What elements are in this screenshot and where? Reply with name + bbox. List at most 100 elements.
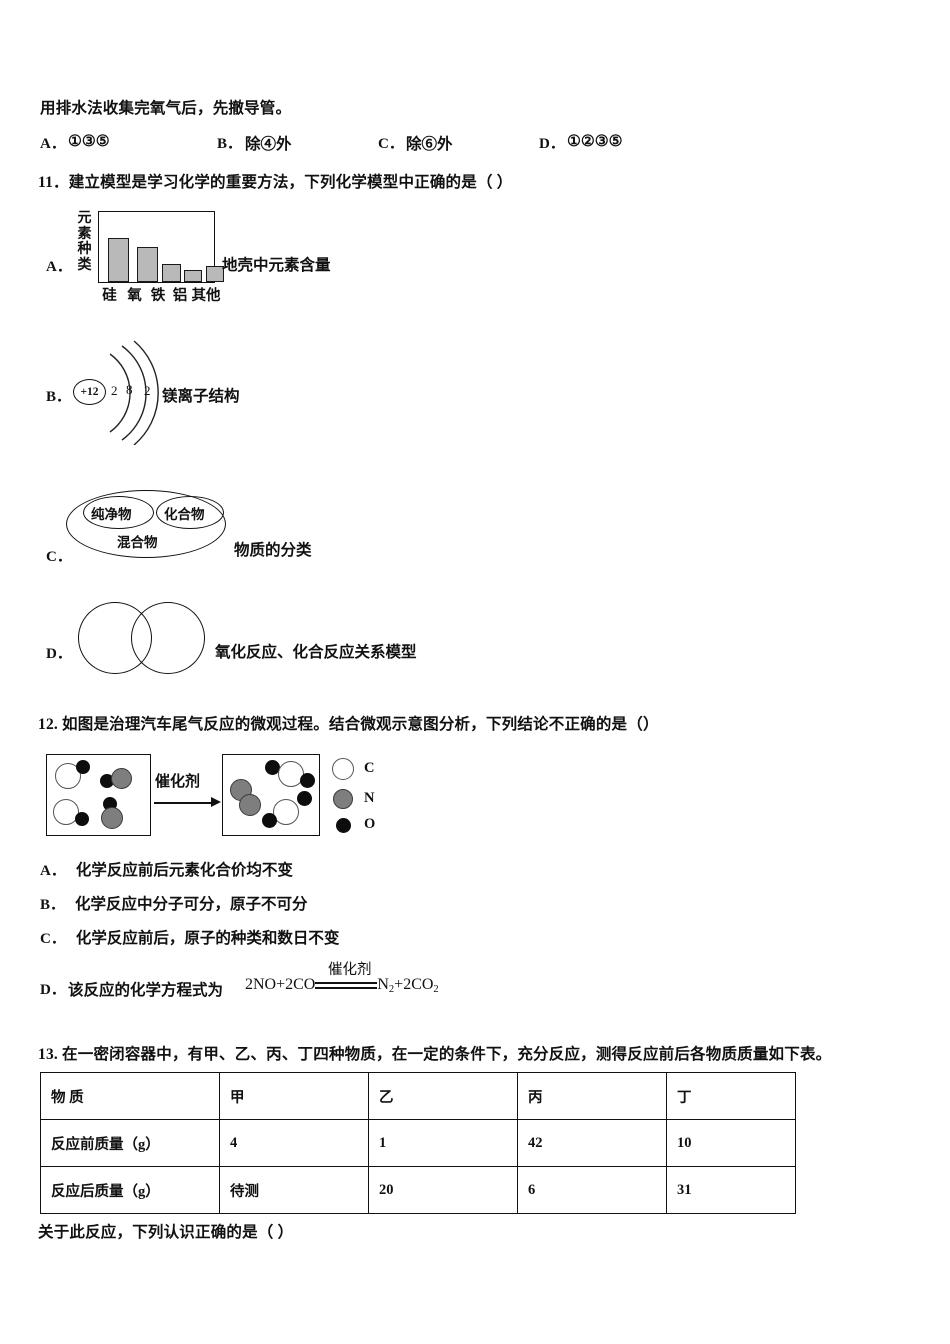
lead-option-b-letter: B．: [217, 136, 243, 152]
shell-electrons-3: 2: [144, 383, 151, 398]
table-header-bing: 丙: [517, 1072, 667, 1120]
bar-o: [137, 246, 158, 282]
lead-line: 用排水法收集完氧气后，先撤导管。: [40, 100, 292, 117]
cell-before-yi: 1: [368, 1119, 518, 1167]
shell-electrons-1: 2: [111, 383, 118, 398]
table-row: 反应前质量（g） 4 1 42 10: [40, 1119, 796, 1167]
bar-other: [206, 265, 224, 282]
lead-option-c-text[interactable]: 除⑥外: [406, 136, 453, 153]
equation-right-main: N: [377, 976, 389, 993]
legend-label-carbon: C: [364, 760, 375, 776]
question-12-stem: 12. 如图是治理汽车尾气反应的微观过程。结合微观示意图分析，下列结论不正确的是…: [38, 716, 659, 733]
venn-circle-right: [131, 602, 205, 674]
legend-label-nitrogen: N: [364, 790, 375, 806]
chart-tick-al: 铝: [172, 288, 188, 304]
cell-before-bing: 42: [517, 1119, 667, 1167]
cell-before-ding: 10: [666, 1119, 796, 1167]
chart-tick-other: 其他: [191, 288, 221, 304]
equation-double-arrow: [315, 978, 378, 992]
row-label-mass-before: 反应前质量（g）: [40, 1119, 220, 1167]
lead-option-c-letter: C．: [378, 136, 404, 152]
inner-ellipse-compound: [156, 496, 224, 529]
atom-oxygen: [262, 813, 277, 828]
chart-y-axis-label: 元素种类: [77, 211, 92, 273]
q12-option-c-text: 化学反应前后，原子的种类和数日不变: [75, 930, 340, 947]
question-13-stem: 13. 在一密闭容器中，有甲、乙、丙、丁四种物质，在一定的条件下，充分反应，测得…: [38, 1046, 832, 1063]
equation-right-tail: +2CO: [394, 976, 434, 993]
chart-tick-o: 氧: [127, 288, 142, 304]
atom-nitrogen: [111, 768, 132, 789]
atom-shell-diagram-magnesium: +12 2 8 2: [72, 340, 172, 446]
substance-mass-table: 物 质 甲 乙 丙 丁 反应前质量（g） 4 1 42 10 反应后质量（g） …: [40, 1072, 796, 1214]
atom-carbon: [273, 799, 299, 825]
shell-arcs: [109, 340, 159, 446]
products-box: [222, 754, 320, 836]
equation-left-side: 2NO+2CO: [245, 976, 316, 993]
table-row: 反应后质量（g） 待测 20 6 31: [40, 1166, 796, 1214]
cell-after-jia: 待测: [219, 1166, 369, 1214]
lead-option-a-text[interactable]: ①③⑤: [68, 133, 110, 150]
inner-ellipse-pure-substance: [83, 496, 154, 529]
cell-after-yi: 20: [368, 1166, 518, 1214]
q12-option-d-prefix: 该反应的化学方程式为: [68, 982, 224, 999]
cell-after-ding: 31: [666, 1166, 796, 1214]
q12-option-b-text: 化学反应中分子可分，原子不可分: [75, 896, 308, 913]
shell-electrons-2: 8: [126, 382, 133, 397]
q12-option-c-letter: C．: [40, 931, 66, 947]
reaction-arrow-line: [154, 802, 212, 804]
q12-option-b-letter: B．: [40, 897, 66, 913]
row-label-mass-after: 反应后质量（g）: [40, 1166, 220, 1214]
q11-option-a-caption: 地壳中元素含量: [222, 257, 331, 274]
legend-swatch-oxygen: [336, 818, 351, 833]
chart-plot-area: [98, 211, 224, 283]
q12-option-a-text: 化学反应前后元素化合价均不变: [75, 862, 293, 879]
equation-right-sub: 2: [388, 984, 395, 995]
q11-option-b-letter: B．: [46, 389, 72, 405]
lead-option-d-text[interactable]: ①②③⑤: [567, 133, 623, 150]
legend-label-oxygen: O: [364, 816, 376, 832]
table-header-row: 物 质 甲 乙 丙 丁: [40, 1072, 796, 1120]
chart-x-tick-labels: 硅 氧 铁 铝 其他: [97, 284, 221, 305]
q12-option-b[interactable]: B． 化学反应中分子可分，原子不可分: [40, 892, 308, 914]
label-mixture: 混合物: [117, 535, 158, 550]
atom-oxygen: [76, 760, 90, 774]
lead-option-d-letter: D．: [539, 136, 565, 152]
table-header-yi: 乙: [368, 1072, 518, 1120]
q12-option-a-letter: A．: [40, 863, 66, 879]
q11-option-a-letter: A．: [46, 259, 72, 275]
table-header-substance: 物 质: [40, 1072, 220, 1120]
q11-option-b-caption: 镁离子结构: [162, 388, 240, 405]
set-diagram-substance-classification: 纯净物 化合物 混合物: [66, 490, 226, 560]
q12-option-a[interactable]: A． 化学反应前后元素化合价均不变: [40, 858, 293, 880]
micro-reaction-diagram: 催化剂 C N O: [40, 752, 440, 842]
q12-option-c[interactable]: C． 化学反应前后，原子的种类和数日不变: [40, 926, 339, 948]
reaction-arrow-head: [211, 797, 221, 807]
bar-chart-crust-elements: 元素种类 硅 氧 铁 铝 其他: [76, 208, 226, 304]
bar-si: [108, 237, 129, 282]
catalyst-arrow-label: 催化剂: [155, 774, 201, 790]
legend-swatch-carbon: [332, 758, 354, 780]
atom-oxygen: [75, 812, 89, 826]
chart-tick-fe: 铁: [150, 288, 166, 304]
table-header-ding: 丁: [666, 1072, 796, 1120]
chart-tick-si: 硅: [102, 288, 117, 304]
cell-before-jia: 4: [219, 1119, 369, 1167]
outer-ellipse-mixture: [66, 490, 226, 558]
q11-option-d-letter: D．: [46, 646, 72, 662]
lead-option-b-text[interactable]: 除④外: [245, 136, 292, 153]
cell-after-bing: 6: [517, 1166, 667, 1214]
lead-option-a-letter: A．: [40, 136, 66, 152]
q11-option-d-caption: 氧化反应、化合反应关系模型: [215, 644, 417, 661]
equation-condition-catalyst: 催化剂: [328, 962, 372, 978]
atom-oxygen: [300, 773, 315, 788]
venn-diagram-reaction-relationship: [78, 600, 228, 676]
label-pure-substance: 纯净物: [91, 507, 132, 522]
bar-al: [184, 270, 202, 282]
question-13-footer: 关于此反应，下列认识正确的是（ ）: [38, 1224, 294, 1241]
legend-swatch-nitrogen: [333, 789, 353, 809]
question-11-stem: 11．建立模型是学习化学的重要方法，下列化学模型中正确的是（ ）: [38, 174, 513, 191]
q11-option-c-letter: C．: [46, 549, 72, 565]
